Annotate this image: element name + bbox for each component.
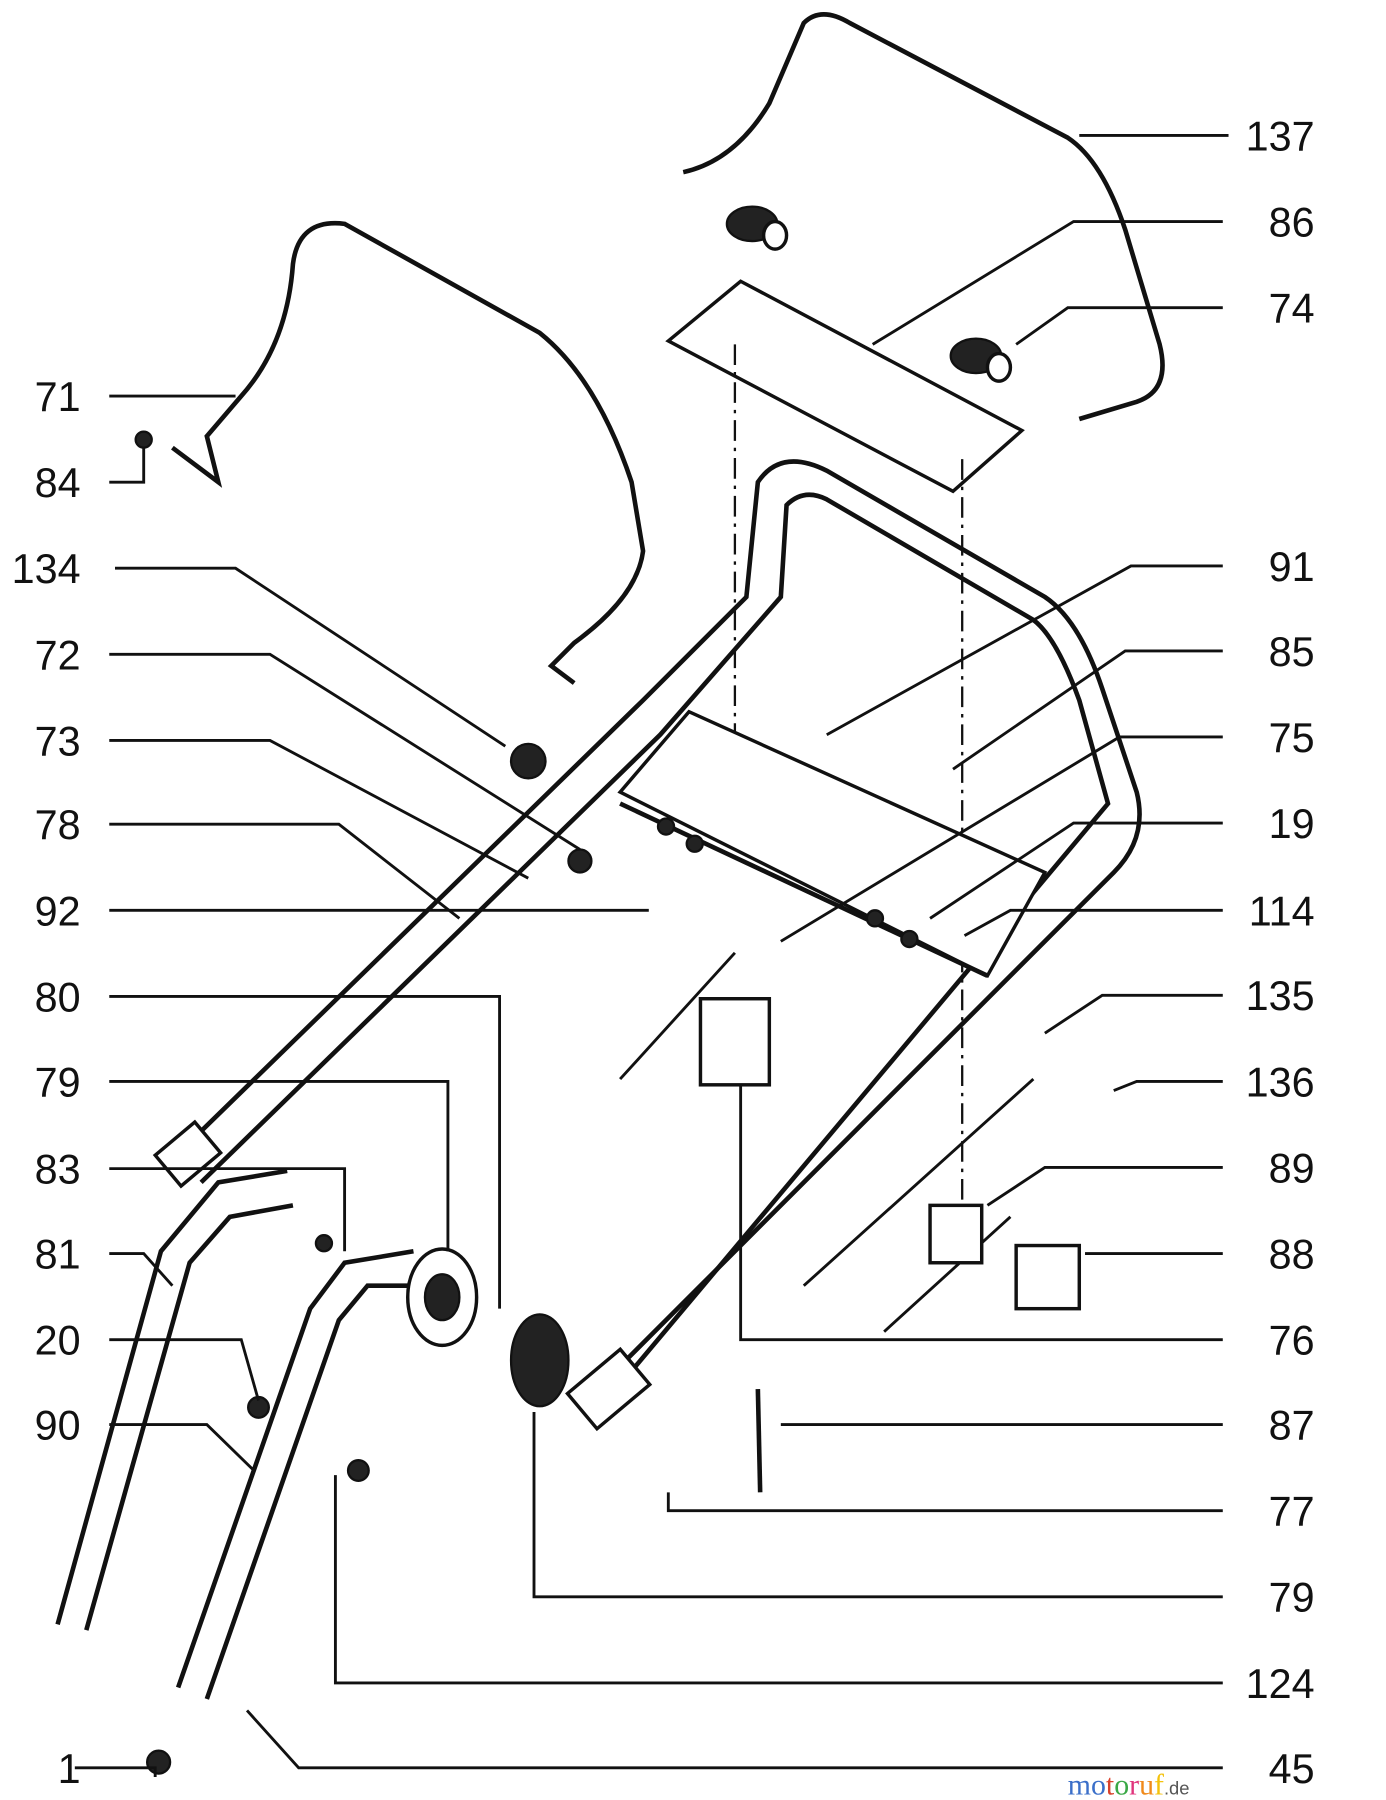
- label-72: 72: [35, 632, 81, 678]
- label-81: 81: [35, 1231, 81, 1277]
- label-20: 20: [35, 1318, 81, 1364]
- label-90: 90: [35, 1403, 81, 1449]
- knob-74: [949, 337, 1013, 383]
- label-78: 78: [35, 802, 81, 848]
- label-73: 73: [35, 718, 81, 764]
- label-83: 83: [35, 1147, 81, 1193]
- nut-84: [134, 430, 153, 449]
- label-19: 19: [1269, 801, 1315, 847]
- label-71: 71: [35, 374, 81, 420]
- panel-91: [617, 709, 1048, 979]
- label-1: 1: [58, 1746, 81, 1792]
- label-74: 74: [1269, 286, 1315, 332]
- leader-lines: [74, 134, 1229, 1778]
- label-80: 80: [35, 974, 81, 1020]
- label-134: 134: [12, 546, 81, 592]
- svg-text:motoruf.de: motoruf.de: [1068, 1768, 1190, 1800]
- label-91: 91: [1269, 544, 1315, 590]
- bail-71: [171, 220, 646, 685]
- label-79-right: 79: [1269, 1575, 1315, 1621]
- label-88: 88: [1269, 1231, 1315, 1277]
- label-79: 79: [35, 1059, 81, 1105]
- label-84: 84: [35, 460, 81, 506]
- label-75: 75: [1269, 715, 1315, 761]
- lower-handle-90: [175, 1249, 420, 1700]
- label-135: 135: [1246, 973, 1315, 1019]
- upper-handle: [182, 459, 1142, 1380]
- label-76: 76: [1269, 1318, 1315, 1364]
- label-89: 89: [1269, 1145, 1315, 1191]
- label-45: 45: [1269, 1746, 1315, 1792]
- label-136: 136: [1246, 1059, 1315, 1105]
- label-92: 92: [35, 888, 81, 934]
- wheel-79b: [509, 1313, 570, 1408]
- label-86: 86: [1269, 199, 1315, 245]
- label-87: 87: [1269, 1403, 1315, 1449]
- knob-86: [725, 205, 789, 251]
- label-77: 77: [1269, 1489, 1315, 1535]
- label-137: 137: [1246, 113, 1315, 159]
- watermark-logo: motoruf.de: [1068, 1768, 1190, 1800]
- label-85: 85: [1269, 629, 1315, 675]
- bail-137: [682, 12, 1165, 422]
- label-124: 124: [1246, 1661, 1315, 1707]
- lower-handle-81: [55, 1168, 294, 1631]
- wheel-79: [406, 1247, 479, 1348]
- label-114: 114: [1249, 888, 1315, 934]
- plate: [665, 279, 1025, 494]
- clamp: [152, 1119, 224, 1189]
